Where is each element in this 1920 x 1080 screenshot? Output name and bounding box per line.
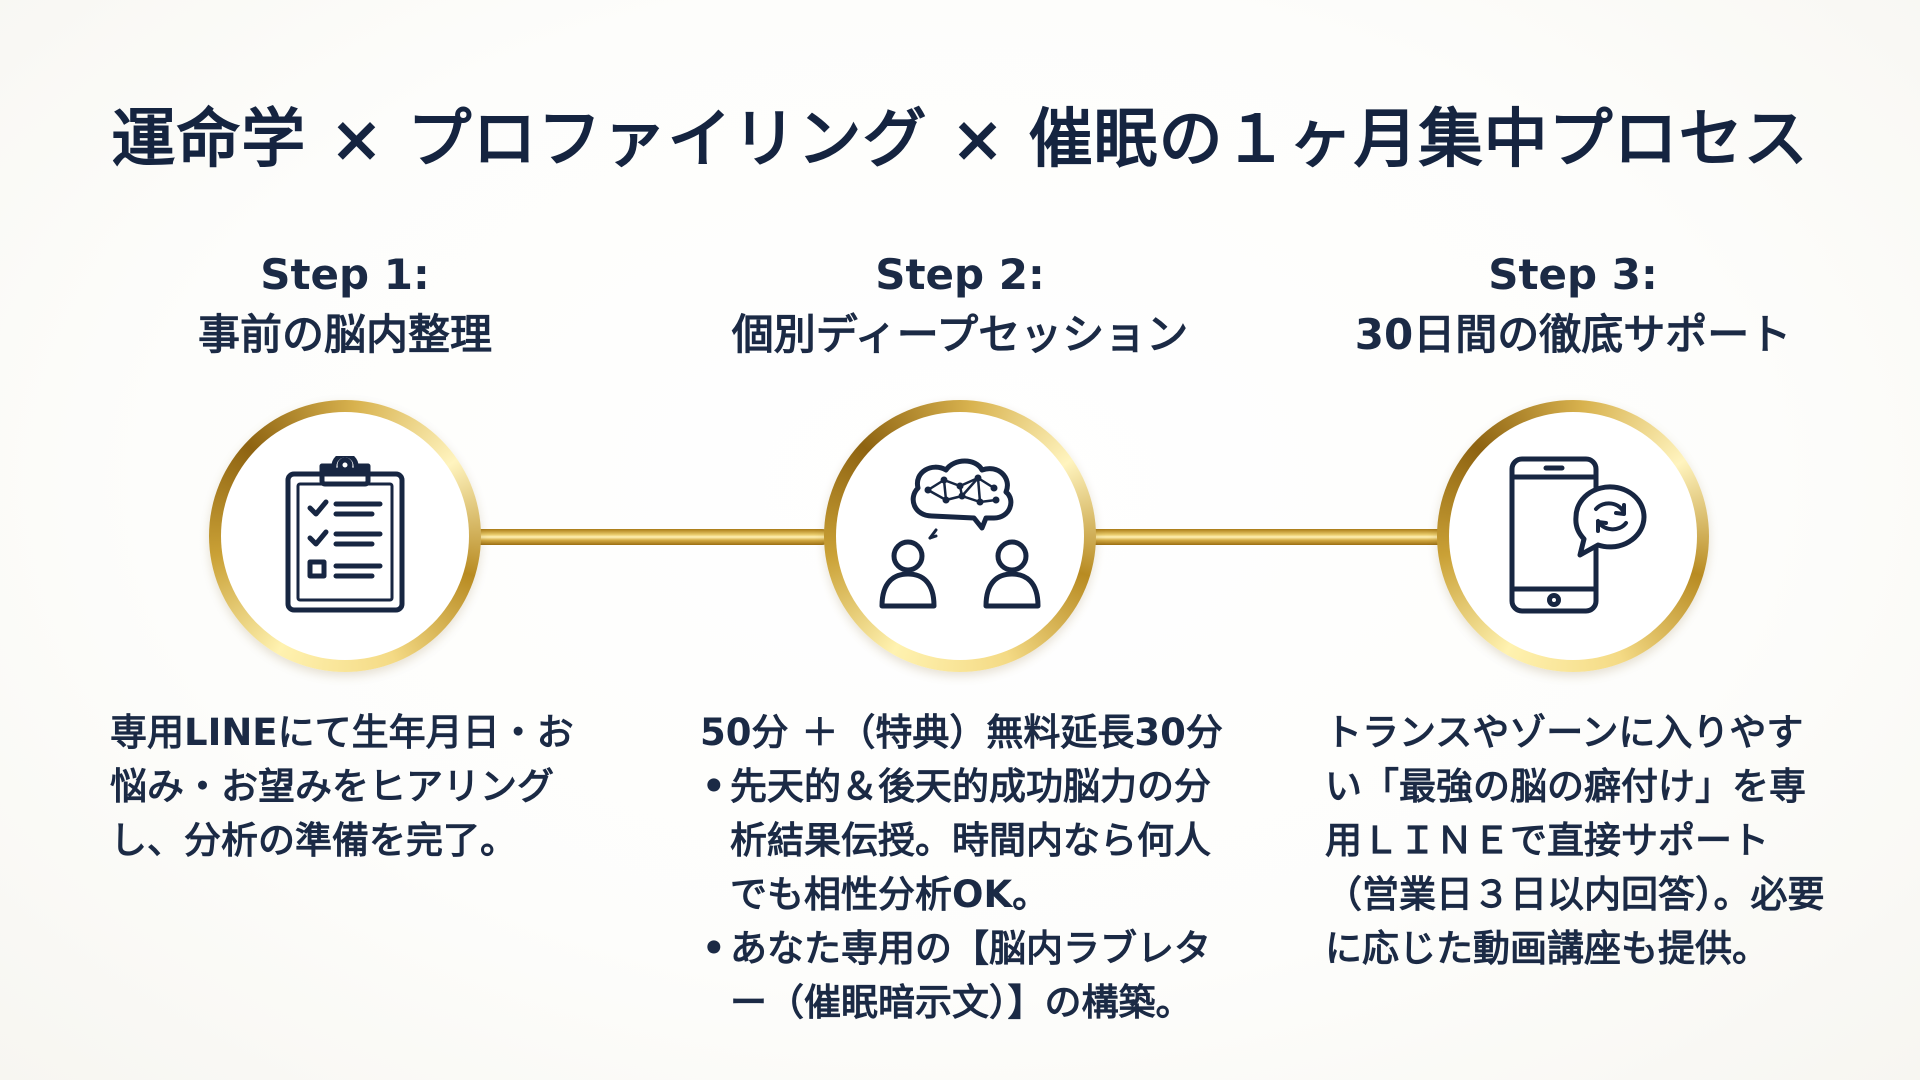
step-1-description-text: 専用LINEにて生年月日・お悩み・お望みをヒアリングし、分析の準備を完了。: [110, 711, 574, 862]
step-2-title: 個別ディープセッション: [731, 310, 1189, 359]
step-2-heading: Step 2: 個別ディープセッション: [680, 246, 1240, 366]
step-2-bullet-1: 先天的＆後天的成功脳力の分析結果伝授。時間内なら何人でも相性分析OK。: [700, 760, 1245, 922]
step-1-label: Step 1:: [260, 250, 430, 299]
step-1-title: 事前の脳内整理: [197, 310, 492, 359]
step-3-title: 30日間の徹底サポート: [1354, 310, 1792, 359]
brain-conversation-icon: [879, 458, 1041, 609]
step-3-circle: [1437, 400, 1709, 672]
step-2-label: Step 2:: [875, 250, 1045, 299]
step-2-description: 50分 ＋（特典）無料延長30分 先天的＆後天的成功脳力の分析結果伝授。時間内な…: [700, 706, 1245, 1030]
page-title: 運命学 × プロファイリング × 催眠の１ヶ月集中プロセス: [111, 103, 1809, 177]
step-1-circle: [209, 400, 481, 672]
step-2-circle: [824, 400, 1096, 672]
step-connector-1-2: [470, 529, 830, 545]
smartphone-chat-icon: [1509, 456, 1647, 614]
step-1-heading: Step 1: 事前の脳内整理: [65, 246, 625, 366]
step-connector-2-3: [1085, 529, 1445, 545]
step-2-bullet-list: 先天的＆後天的成功脳力の分析結果伝授。時間内なら何人でも相性分析OK。 あなた専…: [700, 760, 1245, 1030]
step-3-description: トランスやゾーンに入りやすい「最強の脳の癖付け」を専用ＬＩＮＥで直接サポート（営…: [1325, 706, 1825, 976]
step-2-intro: 50分 ＋（特典）無料延長30分: [700, 711, 1223, 754]
step-2-bullet-2: あなた専用の【脳内ラブレター（催眠暗示文）】の構築。: [700, 922, 1245, 1030]
clipboard-checklist-icon: [285, 456, 405, 613]
step-1-description: 専用LINEにて生年月日・お悩み・お望みをヒアリングし、分析の準備を完了。: [110, 706, 590, 868]
step-3-label: Step 3:: [1488, 250, 1658, 299]
step-3-heading: Step 3: 30日間の徹底サポート: [1293, 246, 1853, 366]
step-3-description-text: トランスやゾーンに入りやすい「最強の脳の癖付け」を専用ＬＩＮＥで直接サポート（営…: [1325, 711, 1825, 970]
